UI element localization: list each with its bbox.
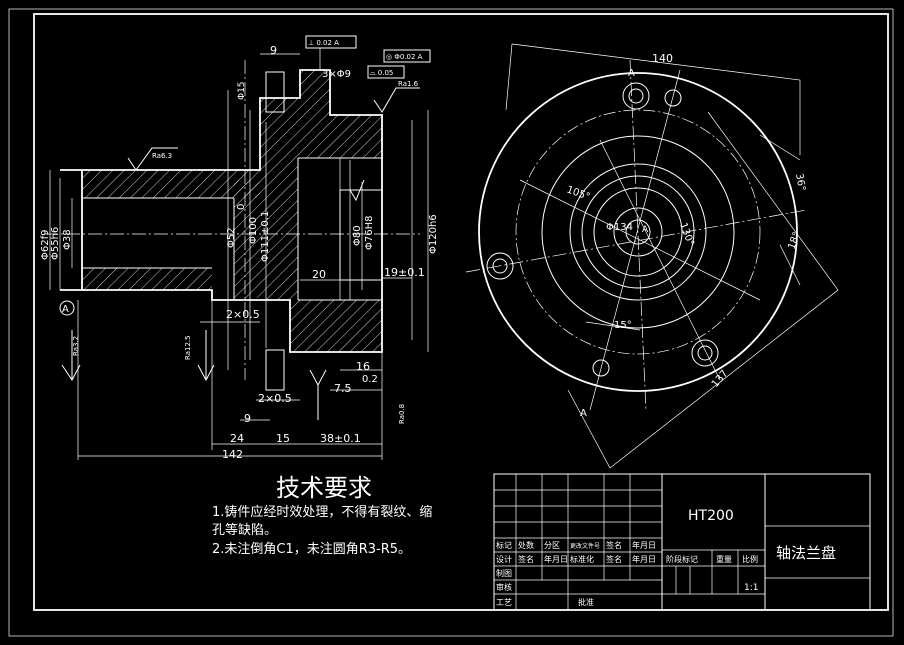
tb-date3: 年月日 [632, 554, 656, 564]
dim-phi111: Φ111±0.1 [260, 211, 271, 262]
dim-phi120: Φ120h6 [428, 214, 439, 254]
dim-phi134: Φ134 [606, 222, 633, 233]
dim-phi55: Φ55h6 [50, 227, 61, 260]
dim-zero: 0 [236, 204, 247, 210]
tb-design: 设计 [496, 554, 512, 564]
roughness-1: Ra6.3 [152, 152, 172, 160]
scale-value: 1:1 [744, 583, 758, 593]
tb-zone: 分区 [544, 541, 560, 550]
dim-phi15: Φ15 [237, 81, 247, 100]
tb-check: 审核 [496, 582, 512, 592]
tb-ratio: 比例 [742, 554, 758, 564]
dim-02: 0.2 [362, 374, 378, 385]
tb-date: 年月日 [632, 540, 656, 550]
tb-sign: 签名 [606, 540, 622, 550]
dim-phi100: Φ100 [248, 217, 259, 244]
dim-16: 16 [356, 360, 370, 373]
inner-frame [33, 13, 889, 611]
dim-2x05: 2×0.5 [226, 308, 260, 321]
tolerance-2: ◎ Φ0.02 A [386, 53, 423, 61]
dim-19: 19±0.1 [384, 266, 425, 279]
datum-a-left: A [62, 304, 69, 315]
tb-draw: 制图 [496, 568, 512, 578]
part-name: 轴法兰盘 [776, 544, 836, 562]
title-block [493, 473, 871, 611]
section-a-top: A [628, 68, 635, 79]
dim-phi62: Φ62f9 [40, 230, 51, 260]
tech-req-line1: 1.铸件应经时效处理，不得有裂纹、缩 [212, 504, 432, 520]
tb-mark: 标记 [496, 540, 512, 550]
dim-20: 20 [312, 268, 326, 281]
tolerance-3: ⌓ 0.05 [370, 69, 393, 77]
tolerance-1: ⊥ 0.02 A [308, 39, 339, 47]
material: HT200 [688, 508, 734, 524]
tb-count: 处数 [518, 540, 534, 550]
tech-req-title: 技术要求 [276, 474, 372, 502]
outer-frame [8, 8, 894, 637]
center-a: A [642, 225, 649, 235]
dim-15: 15 [276, 432, 290, 445]
dim-142: 142 [222, 448, 243, 461]
dim-phi76: Φ76H8 [364, 216, 375, 250]
roughness-4: Ra12.5 [184, 335, 192, 360]
dim-140: 140 [652, 52, 673, 65]
section-a-bottom: A [580, 408, 587, 419]
roughness-5: Ra0.8 [398, 404, 406, 424]
tb-weight: 重量 [716, 554, 732, 564]
dim-9b: 9 [244, 412, 251, 425]
dim-18deg: 18° [786, 231, 802, 251]
roughness-3: Ra3.2 [72, 336, 80, 356]
tech-req-line2: 孔等缺陷。 [212, 522, 277, 538]
dim-9: 9 [270, 44, 277, 57]
roughness-2: Ra1.6 [398, 80, 419, 88]
dim-phi38: Φ38 [62, 229, 73, 250]
tb-stage: 阶段标记 [666, 554, 698, 564]
tb-process: 工艺 [496, 598, 512, 607]
dim-3xphi9: 3×Φ9 [322, 69, 351, 80]
dim-phi52: Φ52 [226, 227, 237, 248]
tech-req-line3: 2.未注倒角C1，未注圆角R3-R5。 [212, 542, 411, 557]
tb-sign2: 签名 [518, 554, 534, 564]
dim-38: 38±0.1 [320, 432, 361, 445]
section-view [44, 35, 431, 460]
tb-date2: 年月日 [544, 554, 568, 564]
dim-36deg: 36° [793, 173, 807, 192]
tb-docno: 更改文件号 [570, 542, 600, 550]
dim-phi80: Φ80 [352, 225, 363, 246]
dim-75: 7.5 [334, 382, 352, 395]
dim-2x05b: 2×0.5 [258, 392, 292, 405]
dim-15deg: 15° [614, 320, 632, 331]
tb-approve: 批准 [578, 597, 594, 607]
front-view [465, 43, 839, 469]
tb-std: 标准化 [570, 554, 594, 564]
tb-sign3: 签名 [606, 554, 622, 564]
dim-24: 24 [230, 432, 244, 445]
